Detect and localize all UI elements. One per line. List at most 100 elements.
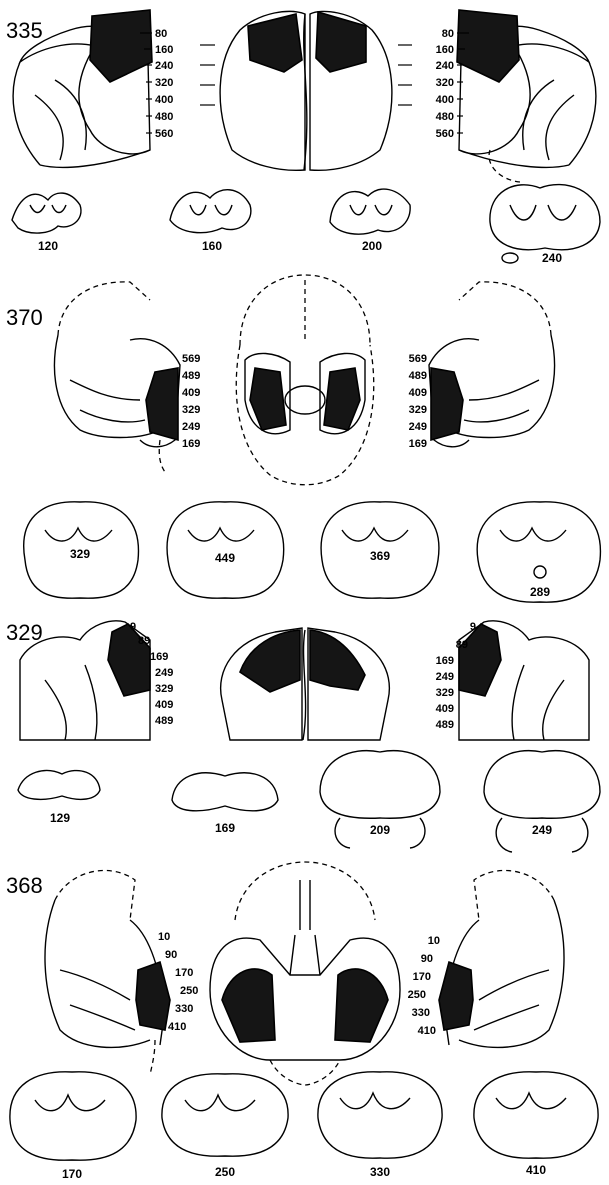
scale-label: 10 <box>158 931 170 943</box>
scale-label: 329 <box>436 687 454 699</box>
scale-label: 329 <box>155 683 173 695</box>
lesion-ventral-left <box>250 368 286 430</box>
scale-label: 480 <box>155 111 173 123</box>
lesion-ventral-right <box>335 969 388 1042</box>
panel-case-368: 368 10 90 170 250 330 410 <box>6 862 598 1181</box>
panel-case-335: 335 80 160 240 320 400 480 <box>6 10 600 265</box>
section-label: 169 <box>215 821 235 835</box>
scale-label: 90 <box>165 949 177 961</box>
section-label: 249 <box>532 823 552 837</box>
scale-label: 489 <box>155 715 173 727</box>
scale-label: 89 <box>138 635 150 647</box>
scale-label: 569 <box>409 353 427 365</box>
ventral-view-middle <box>236 275 374 485</box>
lateral-view-left: 569 489 409 329 249 169 <box>54 282 200 472</box>
lesion-left-lateral <box>146 368 178 440</box>
scale-label: 169 <box>409 438 427 450</box>
scale-label: 170 <box>175 967 193 979</box>
lesion-right-lateral <box>457 10 519 82</box>
scale-label: 569 <box>182 353 200 365</box>
section-label: 329 <box>70 547 90 561</box>
scale-label: 249 <box>409 421 427 433</box>
section-label: 209 <box>370 823 390 837</box>
scale-label: 9 <box>130 621 136 633</box>
lateral-view-right: 9 89 169 249 329 409 489 <box>436 621 589 740</box>
lesion-left-lateral <box>136 962 170 1030</box>
scale-label: 400 <box>436 94 454 106</box>
section-label: 289 <box>530 585 550 599</box>
section-label: 330 <box>370 1165 390 1179</box>
section-label: 170 <box>62 1167 82 1181</box>
panel-case-329: 329 9 89 169 249 329 409 489 <box>6 620 600 852</box>
case-id-370: 370 <box>6 305 43 330</box>
scale-label: 170 <box>413 971 431 983</box>
lesion-ventral-left <box>222 969 275 1042</box>
scale-label: 9 <box>470 621 476 633</box>
lesion-ventral-right <box>324 368 360 430</box>
scale-label: 409 <box>409 387 427 399</box>
section-label: 160 <box>202 239 222 253</box>
scale-label: 330 <box>175 1003 193 1015</box>
lesion-right-lateral <box>439 962 473 1030</box>
scale-label: 409 <box>155 699 173 711</box>
scale-label: 169 <box>182 438 200 450</box>
lesion-dorsal-left <box>240 630 300 692</box>
section-label: 120 <box>38 239 58 253</box>
scale-label: 560 <box>436 128 454 140</box>
section-label: 250 <box>215 1165 235 1179</box>
scale-label: 489 <box>182 370 200 382</box>
ventral-view-middle <box>210 862 400 1085</box>
scale-label: 160 <box>436 44 454 56</box>
scale-label: 480 <box>436 111 454 123</box>
scale-label: 329 <box>182 404 200 416</box>
scale-label: 330 <box>412 1007 430 1019</box>
lesion-right-lateral <box>431 368 463 440</box>
scale-label: 80 <box>155 28 167 40</box>
section-label: 240 <box>542 251 562 265</box>
panel-case-370: 370 569 489 409 329 249 169 <box>6 275 600 602</box>
lateral-view-right: 569 489 409 329 249 169 <box>409 282 555 450</box>
scale-label: 80 <box>442 28 454 40</box>
lateral-view-right: 80 160 240 320 400 480 560 <box>436 10 596 182</box>
scale-label: 249 <box>155 667 173 679</box>
scale-label: 250 <box>408 989 426 1001</box>
section-label: 410 <box>526 1163 546 1177</box>
scale-label: 89 <box>456 639 468 651</box>
section-label: 129 <box>50 811 70 825</box>
scale-label: 409 <box>182 387 200 399</box>
scale-label: 160 <box>155 44 173 56</box>
scale-label: 489 <box>409 370 427 382</box>
scale-label: 410 <box>418 1025 436 1037</box>
scale-label: 409 <box>436 703 454 715</box>
coronal-sections-368: 170 250 330 410 <box>10 1072 598 1181</box>
scale-label: 169 <box>150 651 168 663</box>
scale-label: 320 <box>155 77 173 89</box>
lateral-view-left: 10 90 170 250 330 410 <box>45 870 198 1075</box>
case-id-368: 368 <box>6 873 43 898</box>
lateral-view-left: 9 89 169 249 329 409 489 <box>20 621 173 740</box>
scale-label: 560 <box>155 128 173 140</box>
case-id-329: 329 <box>6 620 43 645</box>
scale-label: 240 <box>436 60 454 72</box>
scale-label: 410 <box>168 1021 186 1033</box>
scale-label: 249 <box>436 671 454 683</box>
scale-label: 240 <box>155 60 173 72</box>
scale-label: 489 <box>436 719 454 731</box>
scale-label: 90 <box>421 953 433 965</box>
scale-label: 169 <box>436 655 454 667</box>
lesion-dorsal-left <box>248 14 302 72</box>
scale-label: 400 <box>155 94 173 106</box>
scale-label: 320 <box>436 77 454 89</box>
coronal-sections-329: 129 169 209 249 <box>18 751 600 852</box>
scale-label: 249 <box>182 421 200 433</box>
lesion-left-lateral <box>90 10 152 82</box>
section-label: 449 <box>215 551 235 565</box>
coronal-sections-370: 329 449 369 289 <box>24 502 601 602</box>
scale-label: 10 <box>428 935 440 947</box>
scale-label: 329 <box>409 404 427 416</box>
scale-label: 250 <box>180 985 198 997</box>
section-label: 200 <box>362 239 382 253</box>
case-id-335: 335 <box>6 18 43 43</box>
lateral-view-right: 10 90 170 250 330 410 <box>408 870 564 1047</box>
